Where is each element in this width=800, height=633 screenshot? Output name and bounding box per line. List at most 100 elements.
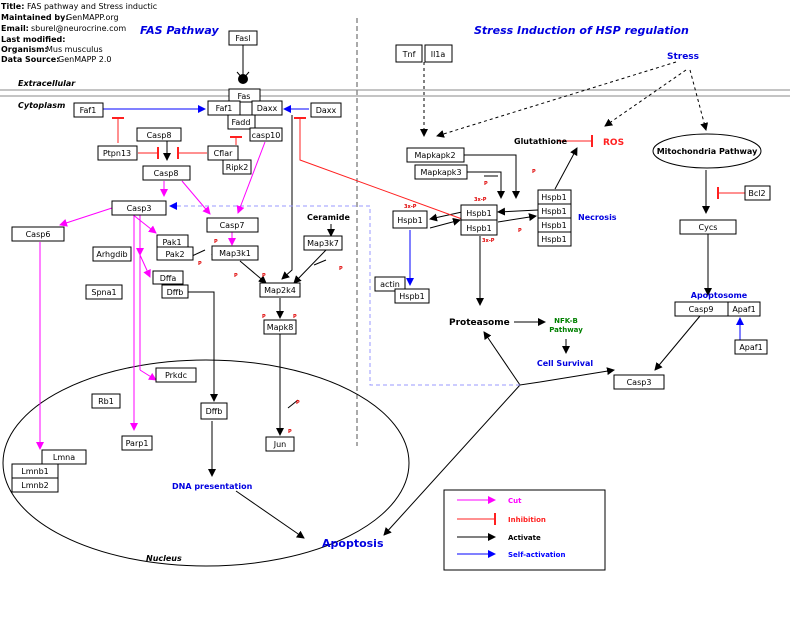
gene-cycs[interactable]: Cycs [679,219,737,235]
gene-dffb[interactable]: Dffb [200,402,228,420]
svg-text:Hspb1: Hspb1 [466,224,491,233]
organism-label: Organism: [1,45,48,54]
gene-faf1[interactable]: Faf1 [207,100,241,116]
svg-text:Casp6: Casp6 [26,230,51,239]
svg-text:Casp8: Casp8 [154,169,179,178]
gene-fasl[interactable]: Fasl [228,30,258,46]
gene-casp10[interactable]: casp10 [249,127,283,142]
gene-hspb1[interactable]: Hspb1 [537,231,572,247]
phospho-p: P [262,314,266,320]
gene-arhgdib[interactable]: Arhgdib [92,246,132,262]
gene-fas[interactable]: Fas [228,88,261,103]
gene-daxx[interactable]: Daxx [251,100,283,116]
gene-parp1[interactable]: Parp1 [121,435,153,451]
gene-mapk8[interactable]: Mapk8 [263,319,297,335]
gene-daxx[interactable]: Daxx [310,102,342,118]
legend: Cut Inhibition Activate Self-activation [443,489,606,571]
gene-lmna[interactable]: Lmna [41,449,87,465]
header-info: Title: FAS pathway and Stress inductic M… [1,2,157,64]
gene-rb1[interactable]: Rb1 [91,393,121,409]
cell-survival-label: Cell Survival [537,359,594,368]
svg-text:Faf1: Faf1 [80,106,97,115]
gene-pak2[interactable]: Pak2 [156,246,194,261]
legend-self-activation-label: Self-activation [508,551,565,559]
gene-casp8[interactable]: Casp8 [142,165,191,181]
necrosis-label: Necrosis [578,213,617,222]
gene-tnf[interactable]: Tnf [395,44,423,63]
nucleus-label: Nucleus [146,554,182,563]
gene-cflar[interactable]: Cflar [207,145,239,161]
ros-label: ROS [603,138,624,148]
gene-faf1[interactable]: Faf1 [73,102,104,118]
gene-casp8[interactable]: Casp8 [136,127,182,142]
gene-hspb1[interactable]: Hspb1 [392,210,428,229]
gene-jun[interactable]: Jun [265,436,295,452]
gene-casp9[interactable]: Casp9 [674,301,729,317]
source-label: Data Source: [1,55,59,64]
gene-ptpn13[interactable]: Ptpn13 [97,145,138,161]
stress-label: Stress [667,52,699,62]
gene-pak1[interactable]: Pak1 [156,234,189,249]
gene-dffa[interactable]: Dffa [152,270,184,285]
svg-text:Pak1: Pak1 [162,238,181,247]
gene-mapkapk3[interactable]: Mapkapk3 [414,164,468,180]
legend-inhibition-label: Inhibition [508,516,546,524]
gene-casp7[interactable]: Casp7 [206,217,259,233]
gene-fadd[interactable]: Fadd [227,114,256,130]
gene-apaf1[interactable]: Apaf1 [734,339,768,355]
svg-text:Hspb1: Hspb1 [399,292,424,301]
svg-text:Casp9: Casp9 [689,305,714,314]
svg-text:Spna1: Spna1 [91,288,116,297]
nfkb-label: NFK-B [554,317,578,325]
gene-il1a[interactable]: Il1a [424,44,453,63]
svg-text:Hspb1: Hspb1 [397,216,422,225]
svg-text:Casp8: Casp8 [147,131,172,140]
svg-text:Dffb: Dffb [167,288,184,297]
gene-ripk2[interactable]: Ripk2 [222,159,252,175]
gene-casp3[interactable]: Casp3 [613,374,665,390]
dna-presentation-label: DNA presentation [172,482,253,491]
gene-bcl2[interactable]: Bcl2 [744,185,771,201]
phospho-3p: 3x-P [482,238,495,244]
gene-actin[interactable]: actin [374,276,406,292]
ceramide-label: Ceramide [307,213,350,222]
svg-text:Mapkapk3: Mapkapk3 [420,168,461,177]
gene-hspb1[interactable]: Hspb1 [537,217,572,233]
svg-text:Fadd: Fadd [232,118,251,127]
cytoplasm-label: Cytoplasm [18,101,65,110]
gene-prkdc[interactable]: Prkdc [155,367,197,383]
legend-box [443,489,606,571]
svg-text:Hspb1: Hspb1 [541,207,566,216]
phospho-p: P [214,239,218,245]
gene-hspb1[interactable]: Hspb1 [394,288,430,304]
svg-text:Prkdc: Prkdc [165,371,187,380]
gene-hspb1[interactable]: Hspb1 [537,189,572,205]
phospho-p: P [293,314,297,320]
email-label: Email: [1,24,29,33]
gene-lmnb1[interactable]: Lmnb1 [11,463,59,479]
gene-hspb1[interactable]: Hspb1 [537,203,572,219]
gene-hspb1[interactable]: Hspb1 [460,204,498,221]
phospho-3p: 3x-P [404,204,417,210]
hsp-title: Stress Induction of HSP regulation [474,24,689,37]
gene-casp6[interactable]: Casp6 [11,226,65,242]
svg-text:Lmnb2: Lmnb2 [21,481,49,490]
gene-spna1[interactable]: Spna1 [85,284,123,300]
gene-map3k1[interactable]: Map3k1 [211,245,259,261]
gene-hspb1[interactable]: Hspb1 [460,219,498,236]
gene-casp3[interactable]: Casp3 [111,200,167,216]
gene-map2k4[interactable]: Map2k4 [259,282,301,298]
gene-apaf1[interactable]: Apaf1 [727,301,761,317]
title-value: FAS pathway and Stress inductic [27,2,157,11]
svg-text:Ripk2: Ripk2 [226,163,249,172]
source-value: GenMAPP 2.0 [58,55,111,64]
gene-map3k7[interactable]: Map3k7 [303,235,343,251]
svg-text:Dffb: Dffb [206,407,223,416]
gene-lmnb2[interactable]: Lmnb2 [11,477,59,493]
modified-label: Last modified: [1,35,65,44]
maintained-label: Maintained by: [1,13,69,22]
phospho-3p: 3x-P [474,197,487,203]
gene-dffb[interactable]: Dffb [161,284,189,299]
gene-mapkapk2[interactable]: Mapkapk2 [406,147,465,163]
svg-text:Parp1: Parp1 [126,439,149,448]
